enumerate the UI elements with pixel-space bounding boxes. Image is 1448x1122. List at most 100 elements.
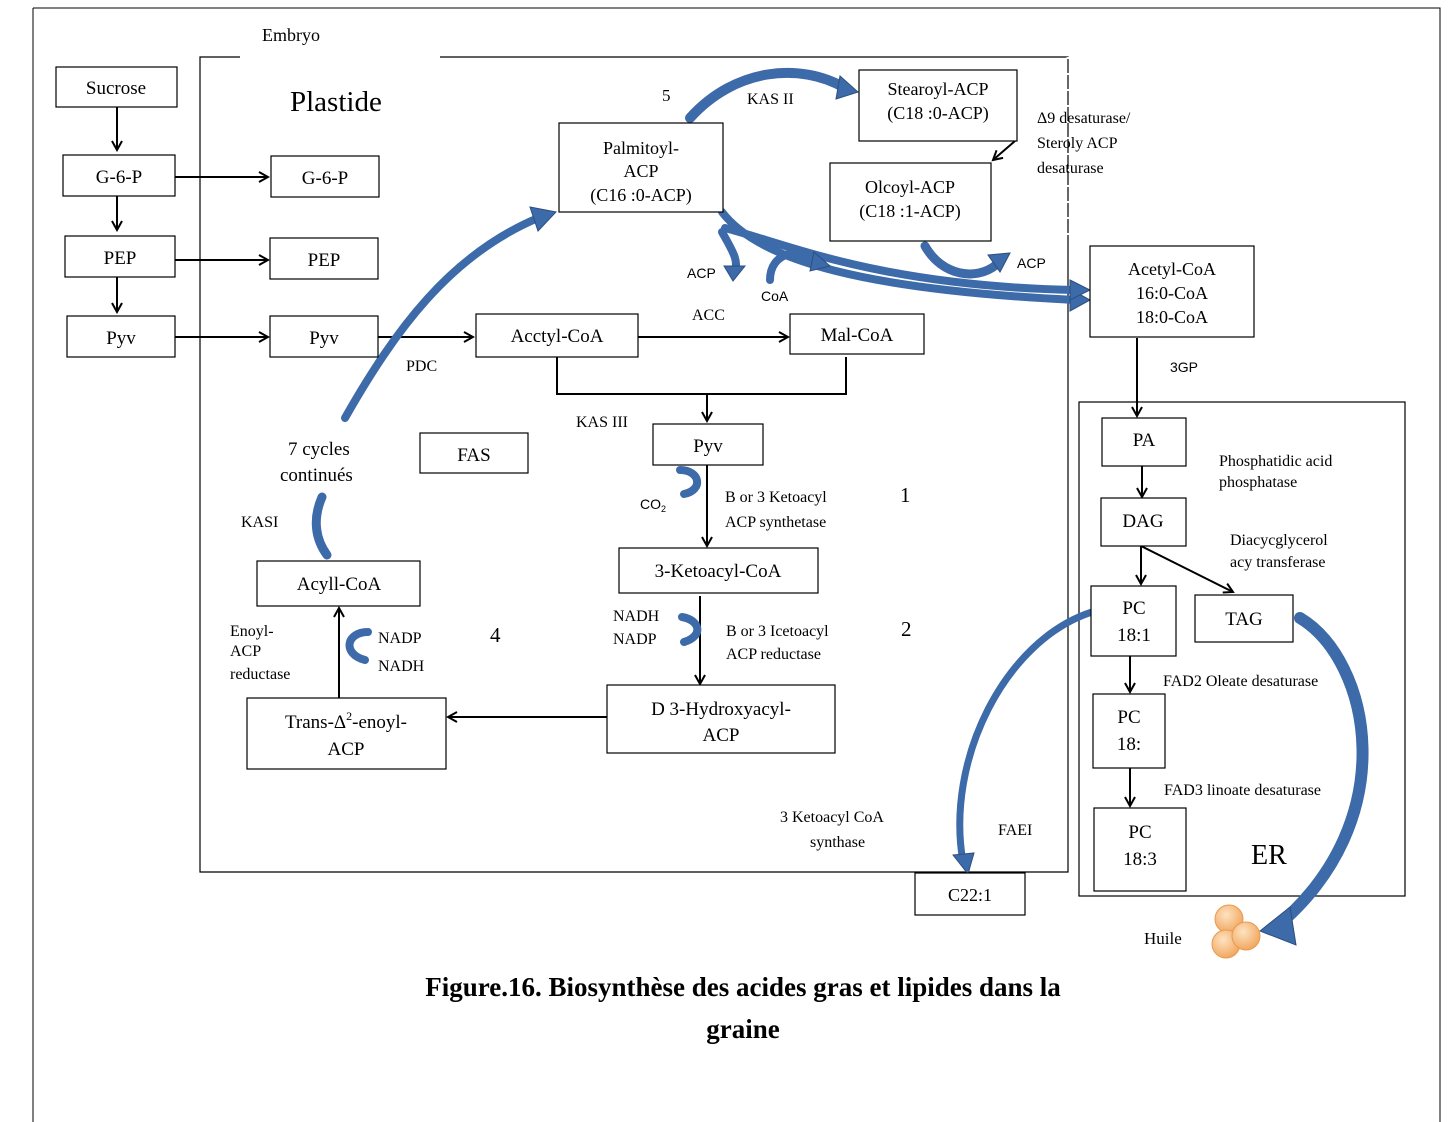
acyll-coa-box	[256, 560, 421, 607]
hydroxyacyl-text-2: ACP	[703, 725, 740, 746]
mal-coa-box	[789, 313, 925, 355]
trans-enoyl-text-2: ACP	[328, 739, 365, 760]
cycles-label-2: continués	[280, 465, 353, 486]
c221-box	[914, 872, 1026, 916]
cycles-label-1: 7 cycles	[288, 439, 350, 460]
pc181-box	[1090, 585, 1177, 657]
c221-text: C22:1	[948, 885, 992, 905]
pc181-text-1: PC	[1122, 598, 1145, 619]
coa-label: CoA	[761, 288, 789, 304]
stearoyl-text-2: (C18 :0-ACP)	[887, 103, 989, 124]
acyll-coa-text: Acyll-CoA	[297, 574, 382, 595]
pc183-box	[1093, 807, 1187, 892]
pyv-center-box	[652, 423, 764, 466]
trans-enoyl-text-1: Trans-Δ2-enoyl-	[285, 709, 407, 733]
co2-label: CO2	[640, 496, 666, 514]
acyl-pool-text-1: Acetyl-CoA	[1128, 259, 1216, 279]
tag-box	[1194, 594, 1294, 643]
acetyl-coa-text: Acctyl-CoA	[511, 326, 604, 347]
ketoacyl-text: 3-Ketoacyl-CoA	[655, 561, 782, 582]
acyl-pool-text-3: 18:0-CoA	[1136, 307, 1208, 327]
3gp-label: 3GP	[1170, 359, 1198, 375]
fas-box	[419, 432, 529, 474]
er-compartment	[1078, 401, 1406, 897]
g6p-cytosol-text: G-6-P	[96, 167, 142, 188]
kasi-label: KASI	[241, 514, 278, 531]
pa-box	[1101, 417, 1187, 467]
nadh-label-1: NADH	[613, 608, 660, 625]
oil-droplets-icon	[1211, 904, 1261, 959]
kcs-label-1: 3 Ketoacyl CoA	[780, 809, 884, 826]
acetyl-coa-box	[475, 313, 639, 358]
nadh-label-2: NADH	[378, 658, 425, 675]
figure-caption-line-2: graine	[706, 1014, 780, 1044]
nadp-label-2: NADP	[378, 630, 422, 647]
faei-label: FAEI	[998, 822, 1032, 839]
mal-coa-text: Mal-CoA	[821, 325, 894, 346]
kas2-label: KAS II	[747, 91, 794, 108]
pyv-center-text: Pyv	[693, 436, 723, 457]
oleoyl-text-2: (C18 :1-ACP)	[859, 201, 961, 222]
embryo-label: Embryo	[262, 25, 320, 45]
ketoacyl-synthetase-label-1: B or 3 Ketoacyl	[725, 489, 827, 506]
sucrose-box	[55, 66, 178, 108]
fad3-label: FAD3 linoate desaturase	[1164, 782, 1321, 799]
black-arrows	[117, 107, 1233, 806]
sucrose-text: Sucrose	[86, 78, 146, 99]
pa-text: PA	[1133, 430, 1156, 451]
dag-box	[1100, 497, 1187, 547]
trans-enoyl-box	[246, 697, 447, 770]
acc-label: ACC	[692, 307, 725, 324]
enoyl-reductase-label-1: Enoyl-	[230, 623, 274, 640]
step-1-label: 1	[900, 483, 911, 507]
enoyl-reductase-label-3: reductase	[230, 666, 290, 683]
step-5-label: 5	[662, 86, 671, 105]
oleoyl-box	[829, 162, 992, 242]
pc18-text-2: 18:	[1117, 734, 1141, 755]
oleoyl-text-1: Olcoyl-ACP	[865, 177, 955, 197]
figure-caption-line-1: Figure.16. Biosynthèse des acides gras e…	[425, 972, 1061, 1002]
boxes	[55, 66, 1294, 916]
palmitoyl-text-3: (C16 :0-ACP)	[590, 185, 692, 206]
palmitoyl-text-1: Palmitoyl-	[603, 138, 679, 158]
er-label: ER	[1251, 840, 1287, 871]
pep-cytosol-box	[64, 235, 176, 278]
g6p-plastid-text: G-6-P	[302, 168, 348, 189]
acyl-pool-box	[1089, 245, 1255, 338]
acp-left-label: ACP	[687, 265, 716, 281]
palmitoyl-box	[558, 122, 724, 213]
nadp-label-1: NADP	[613, 631, 657, 648]
pep-plastid-box	[269, 237, 379, 280]
ketoacyl-synthetase-label-2: ACP synthetase	[725, 514, 826, 531]
ketoacyl-box	[618, 547, 819, 594]
hydroxyacyl-box	[606, 684, 836, 754]
huile-label: Huile	[1144, 929, 1182, 948]
stearoyl-text-1: Stearoyl-ACP	[888, 79, 989, 99]
page-frame	[33, 7, 1441, 1122]
acyl-pool-text-2: 16:0-CoA	[1136, 283, 1208, 303]
kas3-label: KAS III	[576, 414, 628, 431]
pc183-text-1: PC	[1128, 822, 1151, 843]
pyv-plastid-box	[269, 315, 379, 358]
dgat-label-1: Diacycglycerol	[1230, 532, 1328, 549]
dgat-label-2: acy transferase	[1230, 554, 1326, 571]
fad2-label: FAD2 Oleate desaturase	[1163, 673, 1318, 690]
pep-plastid-text: PEP	[308, 250, 341, 271]
hydroxyacyl-text-1: D 3-Hydroxyacyl-	[651, 699, 791, 720]
step-4-label: 4	[490, 623, 501, 647]
pdc-label: PDC	[406, 358, 437, 375]
pc18-text-1: PC	[1117, 707, 1140, 728]
pyv-cytosol-box	[66, 315, 176, 358]
tag-text: TAG	[1225, 609, 1263, 630]
pa-phosphatase-label-1: Phosphatidic acid	[1219, 453, 1332, 470]
pc18-box	[1092, 693, 1166, 769]
d9-desaturase-label-1: Δ9 desaturase/	[1037, 110, 1131, 127]
g6p-cytosol-box	[62, 154, 176, 197]
pa-phosphatase-label-2: phosphatase	[1219, 474, 1297, 491]
plastide-label: Plastide	[290, 86, 382, 118]
d9-desaturase-label-3: desaturase	[1037, 160, 1104, 177]
pc183-text-2: 18:3	[1123, 849, 1157, 870]
kcs-label-2: synthase	[810, 834, 865, 851]
